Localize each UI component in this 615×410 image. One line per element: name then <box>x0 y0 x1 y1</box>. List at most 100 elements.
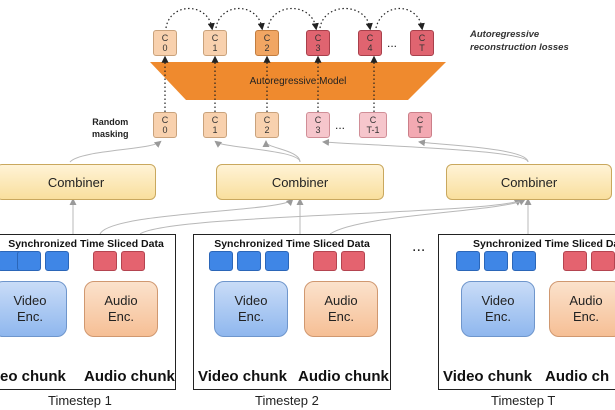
top-token-ellipsis: ... <box>387 36 398 50</box>
bottom-token-ct-1: C T-1 <box>359 112 387 138</box>
video-token-3-2 <box>484 251 508 271</box>
video-token-1-2 <box>17 251 41 271</box>
top-token-c0: C 0 <box>153 30 177 56</box>
top-token-c3-letter: C <box>314 33 322 43</box>
audio-token-3-2 <box>591 251 615 271</box>
model-pass-arrows <box>161 55 378 112</box>
loss-arcs <box>165 7 425 31</box>
video-encoder-1-line2: Enc. <box>16 309 43 324</box>
video-token-2-1 <box>209 251 233 271</box>
loss-label-line1: Autoregressive <box>470 29 540 40</box>
video-encoder-3-line2: Enc. <box>484 309 511 324</box>
top-token-c3: C 3 <box>306 30 330 56</box>
bottom-token-c0: C 0 <box>153 112 177 138</box>
bottom-token-c3-letter: C <box>314 115 322 125</box>
video-token-3-1 <box>456 251 480 271</box>
panel-2-title: Synchronized Time Sliced Data <box>214 238 370 250</box>
combiner-to-token-arrows <box>69 138 529 163</box>
bottom-token-c1: C 1 <box>203 112 227 138</box>
audio-token-2-1 <box>313 251 337 271</box>
timestep-label-3: Timestep T <box>491 393 556 408</box>
audio-encoder-3-line1: Audio <box>569 293 603 308</box>
audio-chunk-label-1: Audio chunk <box>84 368 175 385</box>
panel-3-title: Synchronized Time Sliced Data <box>473 238 615 250</box>
audio-encoder-3: Audio Enc. <box>549 281 615 337</box>
timestep-panel-1: Synchronized Time Sliced Data Video Enc.… <box>0 234 176 390</box>
combiner-3: Combiner <box>446 164 612 200</box>
video-encoder-2-line2: Enc. <box>237 309 264 324</box>
bottom-token-ellipsis: ... <box>335 118 346 132</box>
bottom-token-c2-letter: C <box>263 115 271 125</box>
audio-encoder-1: Audio Enc. <box>84 281 158 337</box>
timestep-label-2: Timestep 2 <box>255 393 319 408</box>
audio-encoder-1-line2: Enc. <box>107 309 134 324</box>
video-token-2-3 <box>265 251 289 271</box>
timestep-panel-2: Synchronized Time Sliced Data Video Enc.… <box>193 234 391 390</box>
top-token-c0-index: 0 <box>162 43 168 53</box>
top-token-c2-letter: C <box>263 33 271 43</box>
panel-ellipsis: ... <box>412 238 426 255</box>
video-encoder-1-line1: Video <box>13 293 47 308</box>
audio-token-2-2 <box>341 251 365 271</box>
video-encoder-1: Video Enc. <box>0 281 67 337</box>
video-token-3-3 <box>512 251 536 271</box>
top-token-c1-index: 1 <box>212 43 218 53</box>
video-encoder-3-line1: Video <box>481 293 515 308</box>
top-token-c1: C 1 <box>203 30 227 56</box>
audio-chunk-label-2: Audio chunk <box>298 368 389 385</box>
video-encoder-3: Video Enc. <box>461 281 535 337</box>
bottom-token-c1-letter: C <box>211 115 219 125</box>
video-encoder-2: Video Enc. <box>214 281 288 337</box>
top-token-ct-letter: C <box>418 33 426 43</box>
bottom-token-c3: C 3 <box>306 112 330 138</box>
audio-encoder-2: Audio Enc. <box>304 281 378 337</box>
bottom-token-c2-index: 2 <box>264 125 270 135</box>
bottom-token-c3-index: 3 <box>315 125 321 135</box>
bottom-token-ct-1-letter: C <box>369 115 377 125</box>
bottom-token-c0-index: 0 <box>162 125 168 135</box>
audio-encoder-3-line2: Enc. <box>572 309 599 324</box>
video-token-2-2 <box>237 251 261 271</box>
bottom-token-ct: C T <box>408 112 432 138</box>
loss-label-line2: reconstruction losses <box>470 42 569 53</box>
timestep-panel-3: Synchronized Time Sliced Data Video Enc.… <box>438 234 615 390</box>
top-token-c4-letter: C <box>366 33 374 43</box>
video-token-1-3 <box>45 251 69 271</box>
video-chunk-label-3: Video chunk <box>443 368 532 385</box>
combiner-2: Combiner <box>216 164 384 200</box>
top-token-c4-index: 4 <box>367 43 373 53</box>
top-token-c2: C 2 <box>255 30 279 56</box>
audio-encoder-2-line2: Enc. <box>327 309 354 324</box>
loss-label: Autoregressive reconstruction losses <box>470 28 569 54</box>
top-token-c4: C 4 <box>358 30 382 56</box>
bottom-token-ct-index: T <box>417 125 423 135</box>
audio-encoder-2-line1: Audio <box>324 293 358 308</box>
video-encoder-2-line1: Video <box>234 293 268 308</box>
bottom-token-c1-index: 1 <box>212 125 218 135</box>
top-token-ct-index: T <box>419 43 425 53</box>
random-masking-line1: Random <box>92 117 129 127</box>
timestep-label-1: Timestep 1 <box>48 393 112 408</box>
top-token-c0-letter: C <box>161 33 169 43</box>
audio-chunk-label-3: Audio ch <box>545 368 610 385</box>
random-masking-label: Random masking <box>92 116 129 140</box>
panel-1-title: Synchronized Time Sliced Data <box>8 238 164 250</box>
bottom-token-ct-1-index: T-1 <box>366 125 380 135</box>
bottom-token-c0-letter: C <box>161 115 169 125</box>
top-token-c3-index: 3 <box>315 43 321 53</box>
bottom-token-ct-letter: C <box>416 115 424 125</box>
video-chunk-label-2: Video chunk <box>198 368 287 385</box>
combiner-1: Combiner <box>0 164 156 200</box>
panel-to-combiner-arrows <box>69 198 532 235</box>
top-token-c1-letter: C <box>211 33 219 43</box>
top-token-ct: C T <box>410 30 434 56</box>
autoregressive-model-label: Autoregressive Model <box>249 76 347 87</box>
top-token-c2-index: 2 <box>264 43 270 53</box>
audio-token-1-2 <box>121 251 145 271</box>
audio-token-1-1 <box>93 251 117 271</box>
audio-encoder-1-line1: Audio <box>104 293 138 308</box>
video-chunk-label-1: eo chunk <box>0 368 66 385</box>
autoregressive-model-shape <box>150 62 446 100</box>
random-masking-line2: masking <box>92 129 129 139</box>
